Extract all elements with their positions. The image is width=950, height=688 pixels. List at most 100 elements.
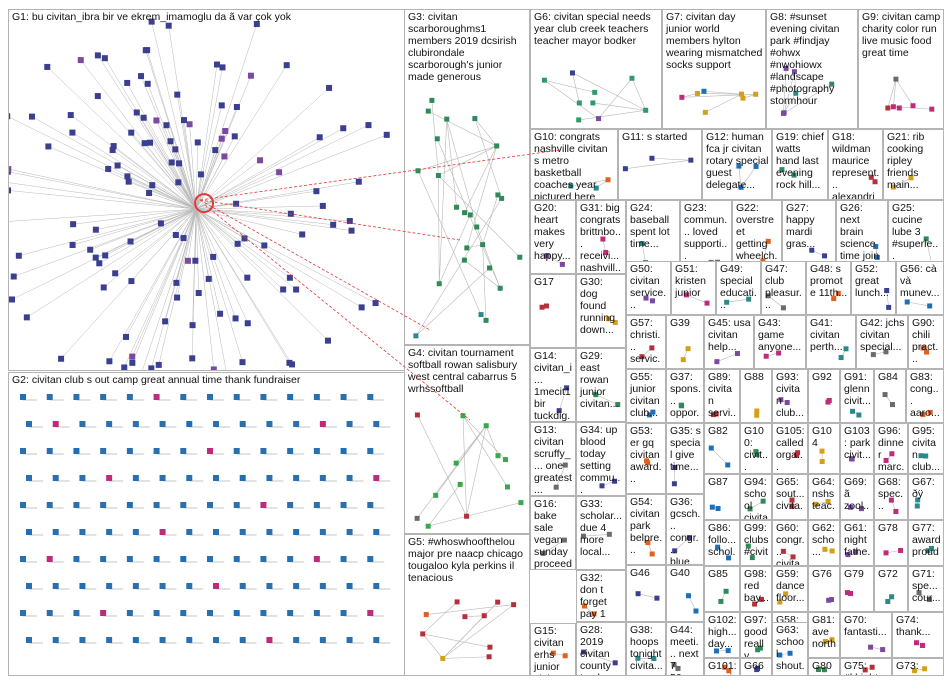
edge <box>466 502 522 517</box>
node <box>622 166 628 172</box>
node <box>433 492 439 498</box>
node <box>313 188 320 195</box>
edge <box>417 145 497 172</box>
node <box>79 529 86 535</box>
node <box>708 445 714 451</box>
group-box-g29: G29: east rowan junior civitan... <box>576 348 626 422</box>
group-label-g71: G71: spe... cour... <box>912 568 941 604</box>
edge <box>438 119 448 284</box>
node <box>829 597 835 603</box>
group-box-g43: G43: game anyone... <box>754 315 806 369</box>
group-network-g72 <box>885 594 895 605</box>
group-network-g43 <box>763 350 782 359</box>
node <box>162 318 169 325</box>
node <box>453 460 459 466</box>
group-label-g64: G64: nshs teac... <box>812 476 835 520</box>
node <box>94 93 101 100</box>
group-label-g30: G30: dog found running down... <box>580 276 616 336</box>
node <box>815 667 821 673</box>
group-box-g20: G20: heart makes very happy... <box>530 200 576 274</box>
group-box-g69: G69: ã zool... <box>840 474 874 520</box>
node <box>293 637 300 643</box>
edge <box>544 79 595 93</box>
node <box>740 95 746 101</box>
node <box>829 637 835 643</box>
node <box>848 590 854 596</box>
node <box>647 412 653 418</box>
node <box>213 529 219 535</box>
node <box>153 502 160 508</box>
group-network-g78 <box>883 547 904 556</box>
edge <box>196 208 350 222</box>
node <box>239 475 246 481</box>
node <box>704 300 710 306</box>
node <box>340 125 347 132</box>
edge <box>544 79 599 119</box>
edge <box>195 209 199 294</box>
group-box-g37: G37: spons... oppor... availa... <box>666 369 704 423</box>
node <box>132 421 139 427</box>
node <box>186 583 193 589</box>
node <box>873 243 879 249</box>
node <box>146 189 153 196</box>
group-label-g45: G45: usa civitan help... <box>708 317 751 353</box>
group-box-g57: G57: christi... servic... <box>626 315 666 369</box>
group-label-g73: G73: come... <box>896 660 930 675</box>
node <box>896 105 902 111</box>
edge <box>427 484 461 527</box>
group-network-g54 <box>645 540 655 557</box>
node <box>883 349 889 355</box>
edge <box>195 208 248 324</box>
group-label-g78: G78 <box>878 522 898 534</box>
node <box>233 104 240 111</box>
node <box>121 364 128 370</box>
node <box>462 210 468 216</box>
node <box>293 475 300 481</box>
group-box-g12: G12: human fca jr civitan rotary special… <box>702 129 772 200</box>
node <box>754 665 760 671</box>
node <box>495 599 501 605</box>
edge <box>97 55 197 210</box>
node <box>112 270 119 277</box>
node <box>495 453 501 459</box>
node <box>260 556 267 562</box>
node <box>186 421 193 427</box>
node <box>180 610 187 616</box>
group-box-g52: G52: great lunch... <box>851 261 896 315</box>
edge <box>9 182 197 210</box>
group-network-g77 <box>925 545 934 554</box>
node <box>414 412 420 418</box>
group-network-g9 <box>885 76 935 112</box>
edge <box>103 208 197 288</box>
group-network-g50 <box>643 295 656 304</box>
group-label-g22: G22: overstreet getting wheelch... <box>736 202 778 273</box>
group-box-g91: G91: glenn civit... <box>840 369 874 423</box>
node <box>457 481 463 487</box>
group-network-g103 <box>848 456 855 462</box>
edge <box>462 415 467 517</box>
node <box>701 88 707 94</box>
group-label-g1: G1: bu civitan_ibra bir ve ekrem_imamogl… <box>12 11 291 23</box>
node <box>725 462 731 468</box>
group-box-g5: G5: #whoswhoofthelou major pre naacp chi… <box>404 534 530 676</box>
node <box>916 590 922 596</box>
node <box>780 548 786 554</box>
group-box-g64: G64: nshs teac... <box>808 474 840 520</box>
node <box>612 319 618 325</box>
node <box>9 187 12 194</box>
node <box>132 637 139 643</box>
group-network-g49 <box>724 296 752 305</box>
node <box>872 179 878 185</box>
group-network-g105 <box>794 450 801 458</box>
node <box>702 109 708 115</box>
node <box>287 556 294 562</box>
node <box>715 544 721 550</box>
node <box>429 97 435 103</box>
group-box-g72: G72 <box>874 566 908 612</box>
group-box-g74: G74: thank... <box>892 612 944 658</box>
group-label-g21: G21: rib cooking ripley friends main... <box>887 131 925 191</box>
node <box>606 531 612 537</box>
node <box>918 453 924 459</box>
group-box-g90: G90: chili pract... <box>908 315 944 369</box>
node <box>885 105 891 111</box>
